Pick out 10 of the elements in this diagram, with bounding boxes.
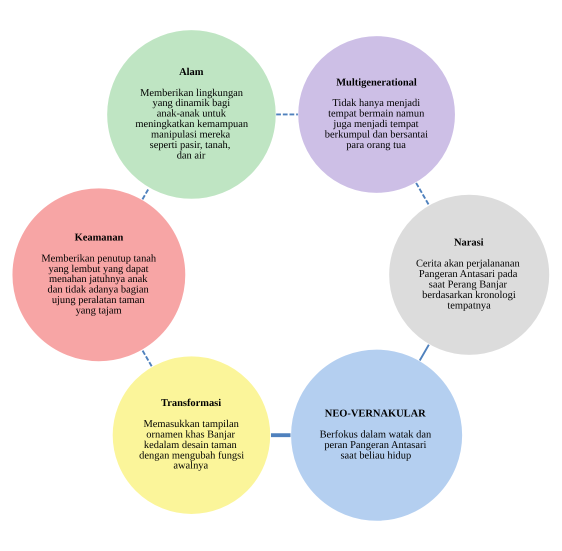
connector bbox=[142, 187, 150, 200]
node-circle: Narasi Cerita akan perjalananan Pangeran Antasari pada saat Perang Banjar berdasarkan kronologi tempatnya bbox=[388, 194, 550, 356]
connector bbox=[270, 433, 291, 438]
node-circle: Multigenerational Tidak hanya menjadi tempat bermain namun juga menjadi tempat berkumpul dan bersantai para orang tua bbox=[297, 35, 456, 194]
connector bbox=[142, 350, 152, 367]
node-circle: Transformasi Memasukkan tampilan ornamen khas Banjar kedalam desain taman dengan mengubah fungsi awalnya bbox=[112, 355, 272, 515]
connector bbox=[418, 344, 430, 361]
node-circle: NEO-VERNAKULAR Berfokus dalam watak dan peran Pangeran Antasari saat beliau hidup bbox=[290, 348, 464, 522]
connector bbox=[415, 182, 430, 206]
connector bbox=[276, 114, 298, 116]
